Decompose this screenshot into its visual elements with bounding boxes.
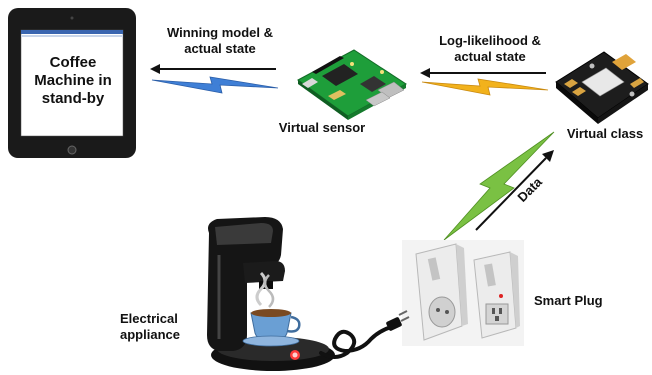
wireless-module-icon — [555, 51, 649, 124]
smart-plug-icon — [402, 240, 524, 346]
smart-plug-label: Smart Plug — [534, 293, 603, 308]
blue-lightning-icon — [151, 76, 279, 94]
log-likelihood-label: Log-likelihood & actual state — [439, 33, 541, 64]
raspberry-pi-board-icon — [297, 49, 407, 120]
yellow-lightning-icon — [421, 78, 549, 96]
virtual-class-label: Virtual class — [566, 126, 644, 141]
tablet-screen-line: stand-by — [41, 90, 105, 107]
tablet-screen-text: Coffee Machine in stand-by — [27, 54, 119, 108]
tablet-device — [8, 8, 136, 158]
tablet-screen-line: Machine in — [34, 72, 112, 89]
arrow-to-tablet — [150, 64, 276, 74]
arrow-to-sensor — [420, 68, 546, 78]
tablet-screen-line: Coffee — [49, 54, 97, 71]
green-lightning-icon — [443, 131, 555, 241]
virtual-sensor-label: Virtual sensor — [278, 120, 366, 135]
winning-model-label: Winning model & actual state — [166, 25, 274, 56]
coffee-machine-icon — [207, 217, 410, 371]
electrical-appliance-label: Electrical appliance — [120, 311, 180, 342]
data-arrow — [475, 150, 554, 231]
